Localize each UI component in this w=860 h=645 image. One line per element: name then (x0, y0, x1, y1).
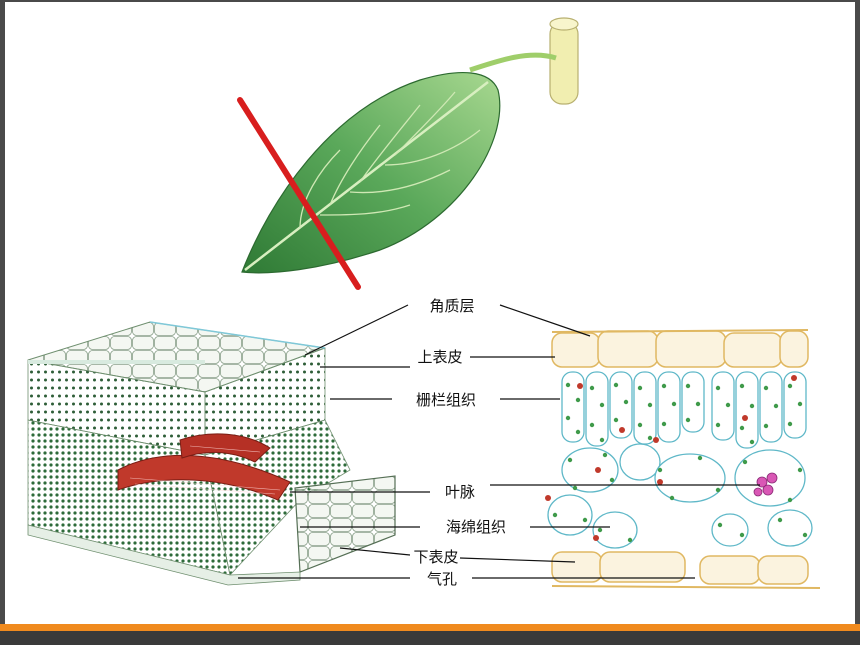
leaf-cross-section-3d (27, 321, 396, 586)
label-vein: 叶脉 (445, 483, 475, 501)
bottom-dark-strip (0, 631, 860, 645)
label-stoma: 气孔 (427, 570, 457, 588)
label-spongy: 海绵组织 (446, 518, 506, 536)
label-cuticle: 角质层 (429, 297, 474, 315)
label-upper-epidermis: 上表皮 (417, 348, 462, 366)
leaf-cross-section-micrograph (545, 329, 821, 589)
label-palisade: 栅栏组织 (416, 391, 476, 409)
leaf-illustration (241, 17, 579, 274)
label-lower-epidermis: 下表皮 (413, 548, 458, 566)
red-strike-line (237, 97, 361, 290)
bottom-accent-bar (0, 624, 860, 631)
leader-lines (238, 304, 760, 579)
